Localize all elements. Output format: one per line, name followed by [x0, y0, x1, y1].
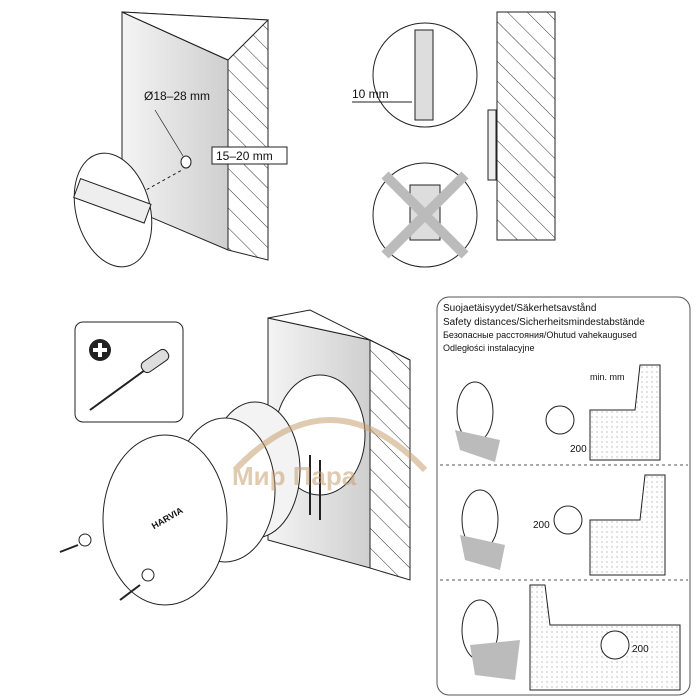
safety-title-fi-sv: Suojaetäisyydet/Säkerhetsavstånd — [443, 302, 596, 314]
distance-2: 200 — [533, 520, 550, 531]
depth-label: 15–20 mm — [216, 149, 273, 163]
hole-diameter-label: Ø18–28 mm — [144, 89, 210, 103]
safety-title-pl: Odległości instalacyjne — [443, 343, 535, 353]
step2-mounting-detail: 10 mm — [352, 11, 556, 268]
safety-case-3: 200 — [461, 584, 681, 691]
distance-1: 200 — [570, 444, 587, 455]
safety-title-ru-et: Безопасные расстояния/Ohutud vahekauguse… — [443, 330, 637, 340]
gap-label: 10 mm — [352, 87, 389, 101]
cover-plate — [102, 434, 228, 606]
watermark-text: Мир Пара — [232, 461, 357, 491]
safety-title-en-de: Safety distances/Sicherheitsmindestabstä… — [443, 317, 645, 328]
unit-label: min. mm — [590, 372, 625, 382]
safety-case-1: 200 — [455, 364, 661, 462]
safety-case-2: 200 — [460, 474, 666, 576]
step1-wall-drilling: Ø18–28 mm 15–20 mm — [73, 11, 288, 268]
phillips-screwdriver-icon — [74, 321, 184, 423]
safety-distances-panel: Suojaetäisyydet/Säkerhetsavstånd Safety … — [436, 296, 691, 696]
distance-3: 200 — [632, 644, 649, 655]
watermark-logo: Мир Пара — [232, 417, 428, 491]
